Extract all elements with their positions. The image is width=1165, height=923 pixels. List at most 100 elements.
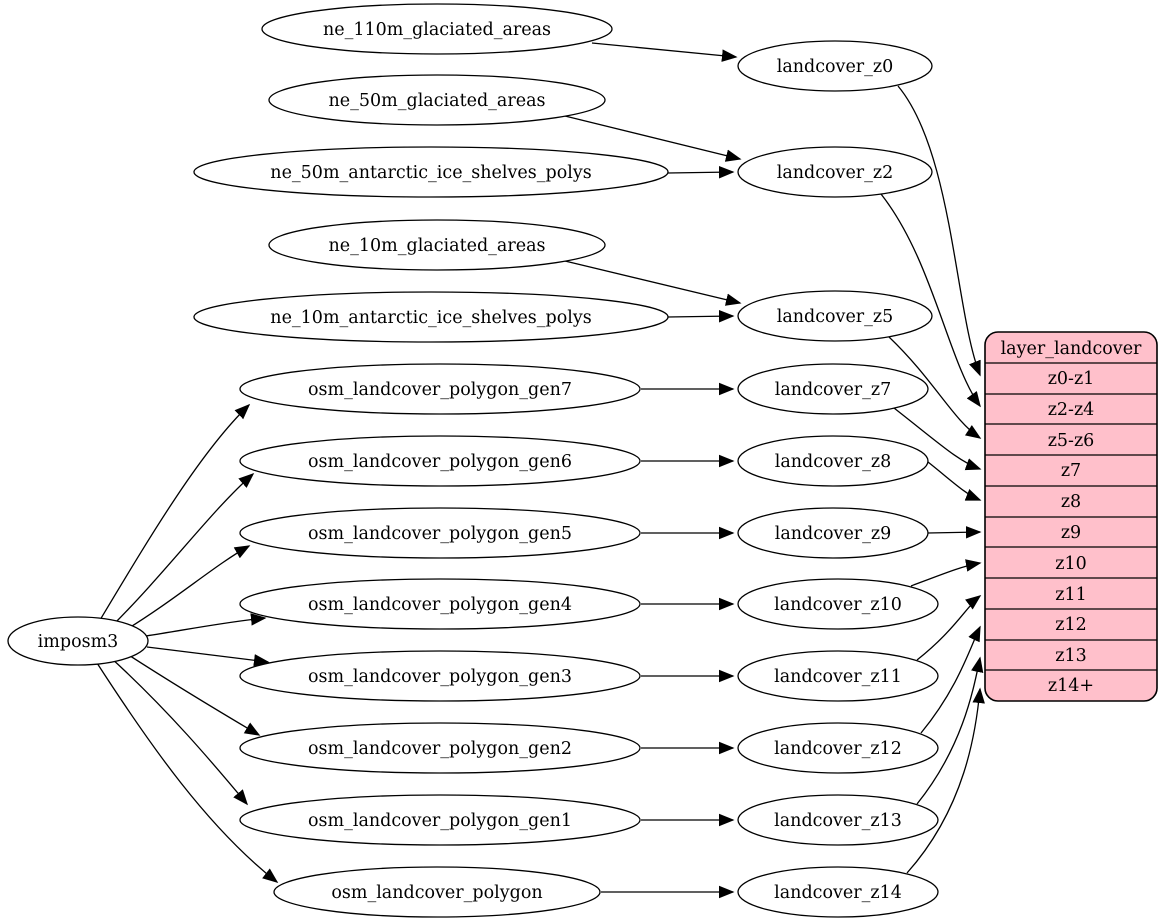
- table-row-label-z7: z7: [1061, 461, 1081, 481]
- node-landcover-z5: landcover_z5: [737, 290, 933, 342]
- node-imposm3: imposm3: [7, 616, 149, 666]
- node-ellipse: [737, 722, 939, 774]
- nodes-group: ne_110m_glaciated_areas landcover_z0 ne_…: [7, 3, 939, 918]
- node-ellipse: [193, 146, 669, 198]
- node-ellipse: [7, 616, 149, 666]
- node-label: landcover_z14: [774, 883, 902, 903]
- node-landcover-z2: landcover_z2: [737, 146, 933, 198]
- node-osm-landcover-polygon-gen6: osm_landcover_polygon_gen6: [239, 435, 641, 487]
- node-ellipse: [737, 146, 933, 198]
- table-row-label-z9: z9: [1061, 523, 1081, 543]
- edge-imposm3-to-osm-landcover-polygon: [96, 662, 279, 883]
- node-label: landcover_z0: [777, 57, 894, 77]
- node-label: ne_10m_antarctic_ice_shelves_polys: [270, 308, 591, 328]
- node-landcover-z12: landcover_z12: [737, 722, 939, 774]
- node-ellipse: [737, 507, 929, 559]
- table-row-label-z5-z6: z5-z6: [1048, 431, 1095, 451]
- node-label: ne_50m_glaciated_areas: [329, 91, 546, 111]
- node-ne-10m-glaciated-areas: ne_10m_glaciated_areas: [268, 219, 606, 271]
- table-row-label-z10: z10: [1055, 554, 1087, 574]
- node-ellipse: [737, 435, 929, 487]
- node-osm-landcover-polygon: osm_landcover_polygon: [273, 866, 601, 918]
- node-landcover-z9: landcover_z9: [737, 507, 929, 559]
- node-label: osm_landcover_polygon_gen1: [308, 811, 572, 831]
- node-ellipse: [239, 578, 641, 630]
- node-ellipse: [239, 363, 641, 415]
- node-ellipse: [273, 866, 601, 918]
- node-label: osm_landcover_polygon_gen6: [308, 452, 572, 472]
- table-row-label-z8: z8: [1061, 492, 1081, 512]
- node-label: landcover_z7: [775, 380, 892, 400]
- edge-imposm3-to-gen3: [146, 646, 270, 667]
- node-ellipse: [737, 363, 929, 415]
- node-osm-landcover-polygon-gen7: osm_landcover_polygon_gen7: [239, 363, 641, 415]
- node-landcover-z13: landcover_z13: [737, 794, 939, 846]
- node-ne-10m-antarctic-ice-shelves-polys: ne_10m_antarctic_ice_shelves_polys: [193, 291, 669, 343]
- table-row-label-z12: z12: [1055, 615, 1087, 635]
- node-label: osm_landcover_polygon: [331, 883, 542, 903]
- edge-imposm3-to-gen1: [109, 656, 248, 806]
- node-label: osm_landcover_polygon_gen5: [308, 524, 572, 544]
- node-osm-landcover-polygon-gen5: osm_landcover_polygon_gen5: [239, 507, 641, 559]
- node-label: imposm3: [38, 632, 119, 652]
- node-label: landcover_z11: [774, 667, 902, 687]
- edge-landcover-z12-to-row-z12: [920, 625, 981, 734]
- edge-imposm3-to-gen2: [123, 651, 261, 736]
- table-row-label-z14: z14+: [1048, 676, 1094, 696]
- node-label: osm_landcover_polygon_gen4: [308, 595, 572, 615]
- node-ellipse: [268, 74, 606, 126]
- node-label: osm_landcover_polygon_gen3: [308, 667, 572, 687]
- node-label: landcover_z2: [777, 163, 894, 183]
- node-ellipse: [239, 435, 641, 487]
- node-label: landcover_z12: [774, 739, 902, 759]
- table-row-label-z2-z4: z2-z4: [1048, 400, 1095, 420]
- node-ellipse: [737, 578, 939, 630]
- node-ne-50m-glaciated-areas: ne_50m_glaciated_areas: [268, 74, 606, 126]
- node-label: osm_landcover_polygon_gen7: [308, 380, 572, 400]
- edge-landcover-z7-to-row-z7: [893, 407, 982, 471]
- node-label: landcover_z9: [775, 524, 892, 544]
- edge-landcover-z9-to-row-z9: [927, 526, 982, 539]
- table-title: layer_landcover: [1001, 339, 1142, 359]
- node-landcover-z7: landcover_z7: [737, 363, 929, 415]
- node-label: ne_10m_glaciated_areas: [329, 236, 546, 256]
- edge-landcover-z8-to-row-z8: [927, 461, 982, 501]
- node-ne-50m-antarctic-ice-shelves-polys: ne_50m_antarctic_ice_shelves_polys: [193, 146, 669, 198]
- node-landcover-z14: landcover_z14: [737, 866, 939, 918]
- node-ne-110m-glaciated-areas: ne_110m_glaciated_areas: [261, 3, 613, 55]
- node-ellipse: [261, 3, 613, 55]
- table-row-label-z13: z13: [1055, 646, 1087, 666]
- edge-landcover-z11-to-row-z11: [916, 595, 982, 661]
- node-osm-landcover-polygon-gen4: osm_landcover_polygon_gen4: [239, 578, 641, 630]
- node-ellipse: [737, 650, 939, 702]
- node-osm-landcover-polygon-gen1: osm_landcover_polygon_gen1: [239, 794, 641, 846]
- edge-ne-50m-glaciated-areas-to-landcover-z2: [564, 115, 742, 162]
- node-osm-landcover-polygon-gen3: osm_landcover_polygon_gen3: [239, 650, 641, 702]
- node-label: landcover_z13: [774, 811, 902, 831]
- table-row-label-z0-z1: z0-z1: [1048, 369, 1095, 389]
- node-label: ne_110m_glaciated_areas: [323, 20, 551, 40]
- edge-imposm3-to-gen7: [99, 403, 251, 621]
- edge-landcover-z2-to-row-z2-z4: [880, 193, 981, 408]
- node-label: ne_50m_antarctic_ice_shelves_polys: [270, 163, 591, 183]
- edge-landcover-z5-to-row-z5-z6: [888, 336, 982, 439]
- edge-imposm3-to-gen4: [145, 613, 267, 637]
- node-label: landcover_z8: [775, 452, 892, 472]
- edge-landcover-z13-to-row-z13: [916, 656, 984, 805]
- node-label: landcover_z5: [777, 307, 894, 327]
- node-label: landcover_z10: [774, 595, 902, 615]
- node-landcover-z10: landcover_z10: [737, 578, 939, 630]
- edge-landcover-z14-to-row-z14: [906, 687, 985, 874]
- node-label: osm_landcover_polygon_gen2: [308, 739, 572, 759]
- node-ellipse: [737, 866, 939, 918]
- node-ellipse: [737, 290, 933, 342]
- table-row-label-z11: z11: [1055, 585, 1087, 605]
- edge-ne-10m-antarctic-ice-shelves-polys-to-landcover-z5: [667, 309, 735, 323]
- node-ellipse: [193, 291, 669, 343]
- edge-imposm3-to-gen6: [111, 472, 255, 627]
- edge-imposm3-to-gen5: [123, 545, 251, 632]
- node-ellipse: [737, 794, 939, 846]
- edge-ne-50m-antarctic-ice-shelves-polys-to-landcover-z2: [667, 165, 735, 179]
